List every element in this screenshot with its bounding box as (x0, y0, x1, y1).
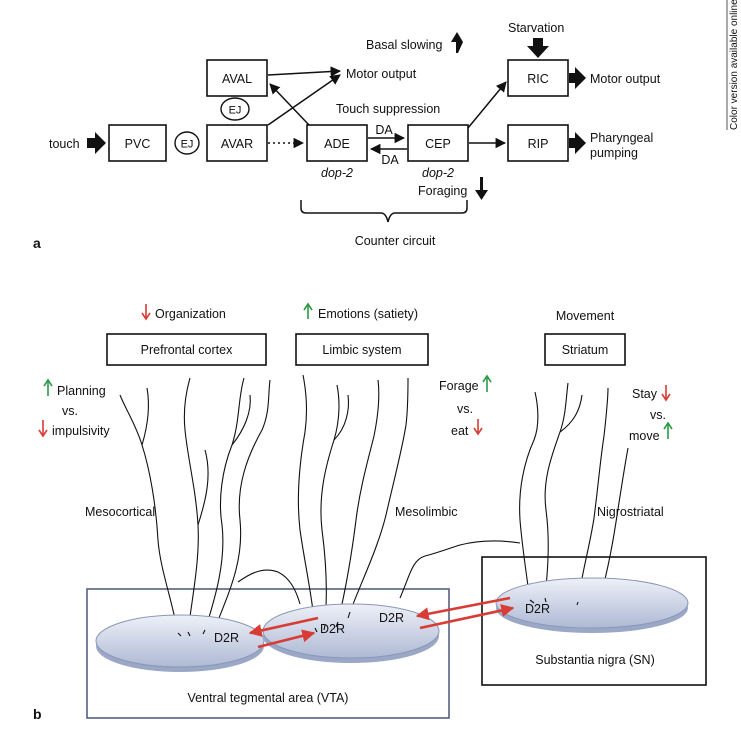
starvation-arrow (527, 38, 549, 58)
basal-slowing-up-arrow (451, 32, 463, 53)
ric-label: RIC (527, 72, 549, 86)
vs3-text: vs. (650, 408, 666, 422)
vta-label: Ventral tegmental area (VTA) (188, 691, 349, 705)
aval-label: AVAL (222, 72, 252, 86)
ade-box (306, 124, 368, 162)
foraging-text: Foraging (418, 184, 467, 198)
stay-down-arrow (661, 385, 671, 402)
aval-motor-arrow1 (267, 66, 342, 77)
pvc-box (108, 124, 167, 162)
touch-label: touch (49, 137, 80, 151)
cep-label: CEP (425, 137, 451, 151)
touch-suppression-text: Touch suppression (336, 102, 440, 116)
ej-top-gap (220, 97, 250, 121)
forage-text: Forage (439, 379, 479, 393)
vs1-text: vs. (62, 404, 78, 418)
d2r-1: D2R (214, 631, 239, 645)
da-bottom-label: DA (381, 153, 399, 167)
vs2-text: vs. (457, 402, 473, 416)
mesocortical-text: Mesocortical (85, 505, 155, 519)
aval-box (206, 59, 268, 97)
ric-box (507, 59, 569, 97)
dop2-cep: dop-2 (422, 166, 454, 180)
touch-arrow (87, 132, 106, 154)
limbic-label: Limbic system (322, 343, 401, 357)
counter-circuit-brace (300, 200, 468, 223)
organization-down-arrow (141, 304, 151, 321)
avar-label: AVAR (221, 137, 253, 151)
d2r-3: D2R (379, 611, 404, 625)
motor-output-right-text: Motor output (590, 72, 661, 86)
sn-box (481, 556, 707, 686)
prefrontal-label: Prefrontal cortex (141, 343, 233, 357)
move-up-arrow (663, 421, 673, 439)
nigrostriatal-text: Nigrostriatal (597, 505, 664, 519)
red-arrow-vta-2 (257, 629, 316, 649)
ric-output-arrow (569, 67, 586, 89)
emotions-text: Emotions (satiety) (318, 307, 418, 321)
vta-left-ellipse (95, 614, 265, 672)
stay-text: Stay (632, 387, 658, 401)
cep-ric-arrow (467, 81, 507, 129)
movement-text: Movement (556, 309, 615, 323)
panel-b: b Organization Emotions (satiety) Moveme… (33, 302, 707, 722)
red-arrow-sn-1 (415, 596, 511, 621)
limbic-box (295, 333, 429, 366)
ej-left-gap (174, 131, 200, 155)
motor-output-left-text: Motor output (346, 67, 417, 81)
mesolimbic-fibers (237, 374, 521, 629)
vta-right-ellipse (262, 603, 440, 663)
avar-box (206, 124, 268, 162)
planning-text: Planning (57, 384, 106, 398)
move-text: move (629, 429, 660, 443)
starvation-text: Starvation (508, 21, 564, 35)
rip-box (507, 124, 569, 162)
dop2-ade: dop-2 (321, 166, 353, 180)
planning-up-arrow (43, 378, 53, 396)
pharyngeal-text-2: pumping (590, 146, 638, 160)
impulsivity-down-arrow (38, 420, 48, 438)
sn-ellipse (495, 577, 689, 633)
side-note: Color version available online (729, 0, 740, 130)
counter-circuit-text: Counter circuit (355, 234, 436, 248)
basal-slowing-text: Basal slowing (366, 38, 442, 52)
fiber-terminals (177, 597, 579, 637)
organization-text: Organization (155, 307, 226, 321)
rip-label: RIP (528, 137, 549, 151)
nigrostriatal-fibers (519, 382, 629, 607)
d2r-2: D2R (320, 622, 345, 636)
ej-left-label: EJ (181, 139, 194, 151)
ade-aval-arrow (269, 83, 310, 126)
da-top-label: DA (375, 123, 393, 137)
eat-down-arrow (473, 419, 483, 436)
mesocortical-fibers (119, 377, 271, 634)
mesolimbic-text: Mesolimbic (395, 505, 458, 519)
avar-motor-arrow (267, 74, 341, 126)
d2r-4: D2R (525, 602, 550, 616)
striatum-box (544, 333, 626, 366)
panel-b-label: b (33, 706, 42, 722)
red-arrow-vta-1 (248, 616, 319, 637)
emotions-up-arrow (303, 302, 313, 319)
pharyngeal-text-1: Pharyngeal (590, 131, 653, 145)
eat-text: eat (451, 424, 469, 438)
panel-a: a touch PVC EJ AVAL EJ AVAR ADE CEP RIC … (33, 21, 661, 251)
prefrontal-box (106, 333, 267, 366)
striatum-label: Striatum (562, 343, 609, 357)
panel-a-label: a (33, 235, 41, 251)
forage-up-arrow (482, 374, 492, 392)
cep-box (407, 124, 469, 162)
pvc-label: PVC (125, 137, 151, 151)
sn-label: Substantia nigra (SN) (535, 653, 655, 667)
ade-label: ADE (324, 137, 350, 151)
foraging-down-arrow (475, 177, 488, 200)
rip-output-arrow (569, 132, 586, 154)
red-arrow-sn-2 (419, 604, 515, 630)
ej-top-label: EJ (229, 105, 242, 117)
impulsivity-text: impulsivity (52, 424, 110, 438)
vta-box (86, 588, 450, 719)
